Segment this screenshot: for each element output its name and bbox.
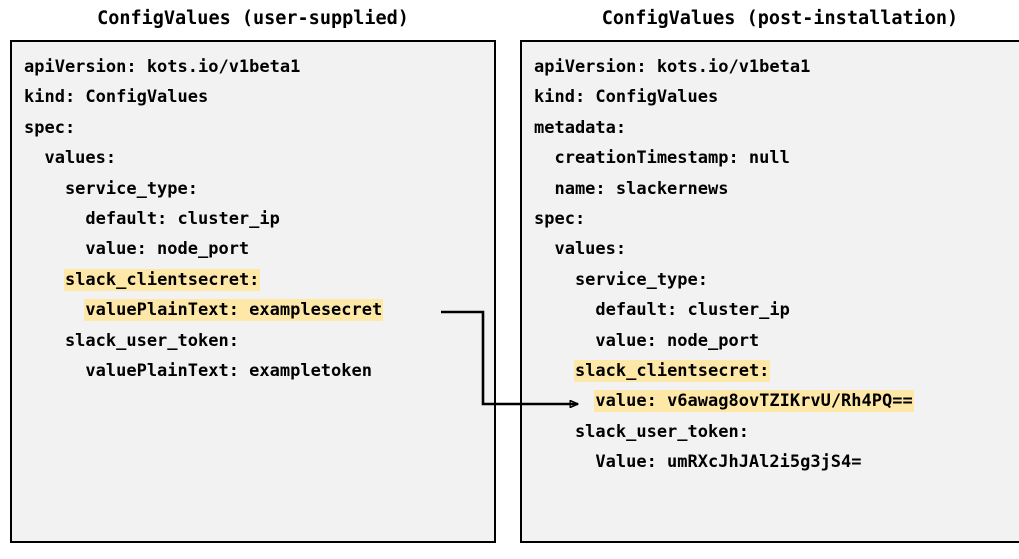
right-code-line: creationTimestamp: null xyxy=(522,143,1019,173)
left-panel-code: apiVersion: kots.io/v1beta1 kind: ConfigV… xyxy=(12,52,494,386)
code-segment: Value: umRXcJhJAl2i5g3jS4= xyxy=(534,452,862,473)
code-segment xyxy=(534,391,595,411)
left-code-line: apiVersion: kots.io/v1beta1 xyxy=(12,52,494,82)
left-code-line: default: cluster_ip xyxy=(12,204,494,234)
right-code-line: kind: ConfigValues xyxy=(522,82,1019,112)
right-panel-box: apiVersion: kots.io/v1beta1 kind: ConfigV… xyxy=(520,40,1019,543)
code-segment xyxy=(534,361,575,381)
code-segment: name: slackernews xyxy=(534,178,729,199)
code-segment: service_type: xyxy=(534,269,708,290)
code-segment: value: node_port xyxy=(24,239,250,260)
left-panel-box: apiVersion: kots.io/v1beta1 kind: ConfigV… xyxy=(10,40,496,543)
code-segment xyxy=(24,270,65,290)
code-segment: apiVersion: kots.io/v1beta1 xyxy=(534,57,811,77)
code-segment: default: cluster_ip xyxy=(24,208,280,229)
left-code-line: valuePlainText: exampletoken xyxy=(12,356,494,386)
right-code-line: slack_clientsecret: xyxy=(522,356,1019,386)
highlighted-code-segment: valuePlainText: examplesecret xyxy=(85,300,383,321)
left-code-line: valuePlainText: examplesecret xyxy=(12,295,494,325)
right-code-line: service_type: xyxy=(522,265,1019,295)
right-code-line: value: v6awag8ovTZIKrvU/Rh4PQ== xyxy=(522,386,1019,416)
highlighted-code-segment: slack_clientsecret: xyxy=(574,360,770,381)
code-segment: kind: ConfigValues xyxy=(24,87,209,108)
right-code-line: default: cluster_ip xyxy=(522,295,1019,325)
right-panel-code: apiVersion: kots.io/v1beta1 kind: ConfigV… xyxy=(522,52,1019,477)
code-segment: slack_user_token: xyxy=(24,330,239,351)
left-code-line: slack_clientsecret: xyxy=(12,265,494,295)
code-segment: service_type: xyxy=(24,178,198,199)
code-segment: kind: ConfigValues xyxy=(534,87,719,108)
left-code-line: value: node_port xyxy=(12,234,494,264)
code-segment: values: xyxy=(534,239,627,260)
code-segment: default: cluster_ip xyxy=(534,300,790,321)
right-code-line: Value: umRXcJhJAl2i5g3jS4= xyxy=(522,447,1019,477)
right-code-line: metadata: xyxy=(522,113,1019,143)
right-panel-title: ConfigValues (post-installation) xyxy=(601,8,959,29)
left-code-line: slack_user_token: xyxy=(12,326,494,356)
left-panel-title: ConfigValues (user-supplied) xyxy=(97,8,409,29)
highlighted-code-segment: slack_clientsecret: xyxy=(64,269,260,290)
left-code-line: values: xyxy=(12,143,494,173)
code-segment: apiVersion: kots.io/v1beta1 xyxy=(24,57,301,77)
right-code-line: values: xyxy=(522,234,1019,264)
left-code-line: service_type: xyxy=(12,174,494,204)
right-code-line: spec: xyxy=(522,204,1019,234)
right-code-line: name: slackernews xyxy=(522,174,1019,204)
code-segment: creationTimestamp: null xyxy=(534,148,790,169)
left-code-line: kind: ConfigValues xyxy=(12,82,494,112)
code-segment: slack_user_token: xyxy=(534,421,749,442)
right-code-line: slack_user_token: xyxy=(522,417,1019,447)
code-segment: spec: xyxy=(24,117,76,138)
code-segment: value: node_port xyxy=(534,330,760,351)
left-code-line: spec: xyxy=(12,113,494,143)
code-segment: values: xyxy=(24,148,117,169)
right-code-line: value: node_port xyxy=(522,326,1019,356)
code-segment: valuePlainText: exampletoken xyxy=(24,360,372,381)
right-code-line: apiVersion: kots.io/v1beta1 xyxy=(522,52,1019,82)
code-segment: spec: xyxy=(534,208,586,229)
highlighted-code-segment: value: v6awag8ovTZIKrvU/Rh4PQ== xyxy=(595,391,913,412)
code-segment: metadata: xyxy=(534,117,627,138)
code-segment xyxy=(24,300,85,320)
